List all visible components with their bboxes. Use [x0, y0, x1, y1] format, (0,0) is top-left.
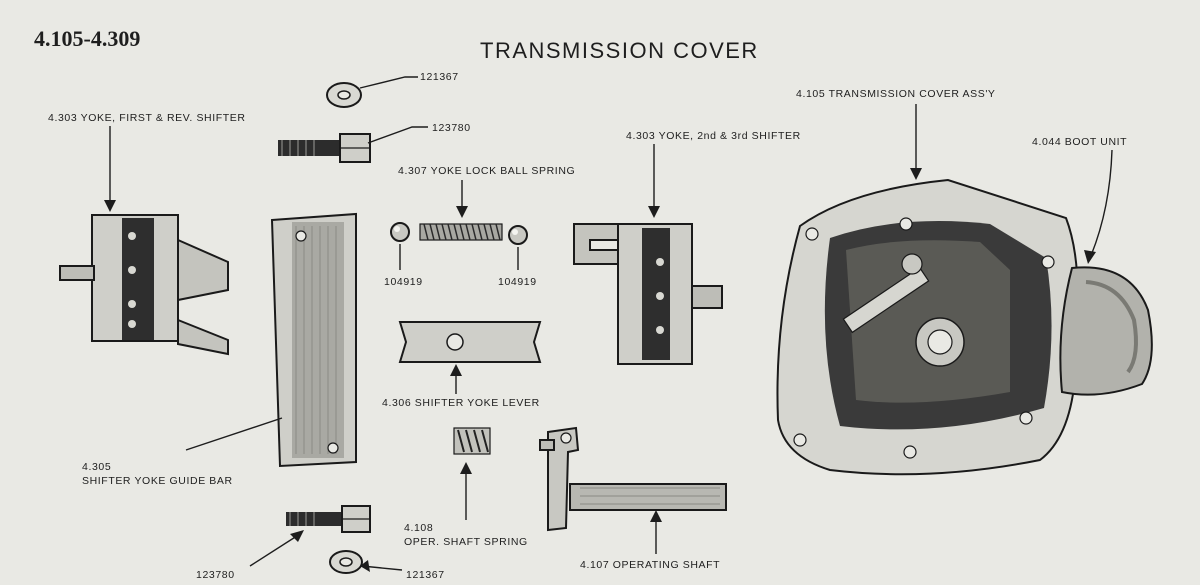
label-yoke-lock-ball-spring: 4.307 YOKE LOCK BALL SPRING — [398, 165, 575, 177]
shifter-yoke-guide-bar-part — [270, 212, 357, 468]
label-washer-top: 121367 — [420, 71, 459, 83]
label-yoke-2nd-3rd: 4.303 YOKE, 2nd & 3rd SHIFTER — [626, 130, 801, 142]
oper-shaft-spring-part — [453, 427, 491, 455]
page-title: TRANSMISSION COVER — [480, 38, 759, 63]
label-ball-right: 104919 — [498, 276, 537, 288]
label-oper-spring-code: 4.108 — [404, 522, 433, 534]
label-shifter-yoke-lever: 4.306 SHIFTER YOKE LEVER — [382, 397, 540, 409]
label-boot-unit: 4.044 BOOT UNIT — [1032, 136, 1127, 148]
label-yoke-first-rev: 4.303 YOKE, FIRST & REV. SHIFTER — [48, 112, 246, 124]
leader-boot-unit — [1089, 149, 1113, 259]
label-washer-bottom: 121367 — [406, 569, 445, 581]
label-guide-bar-code: 4.305 — [82, 461, 111, 473]
label-cover-assy: 4.105 TRANSMISSION COVER ASS'Y — [796, 88, 996, 100]
leader-bolt-top — [367, 126, 428, 144]
operating-shaft-part — [539, 426, 727, 532]
yoke-lock-ball-spring-part — [419, 223, 503, 241]
transmission-cover-assy-part — [776, 178, 1079, 476]
label-oper-spring-name: OPER. SHAFT SPRING — [404, 536, 528, 548]
shifter-yoke-lever-part — [398, 321, 542, 363]
boot-unit-part — [1059, 266, 1153, 396]
yoke-2nd-3rd-part — [573, 223, 723, 365]
lock-ball-left — [390, 222, 410, 242]
leader-bolt-bottom — [249, 533, 301, 567]
page-code: 4.105-4.309 — [34, 26, 140, 51]
lock-washer-top — [326, 82, 362, 108]
label-ball-left: 104919 — [384, 276, 423, 288]
label-guide-bar-name: SHIFTER YOKE GUIDE BAR — [82, 475, 233, 487]
lock-ball-right — [508, 225, 528, 245]
bolt-bottom — [286, 505, 371, 533]
lock-washer-bottom — [329, 550, 363, 574]
yoke-first-rev-part — [59, 214, 229, 356]
label-bolt-bottom: 123780 — [196, 569, 235, 581]
label-bolt-top: 123780 — [432, 122, 471, 134]
label-operating-shaft: 4.107 OPERATING SHAFT — [580, 559, 720, 571]
leader-washer-top — [359, 76, 418, 89]
bolt-top — [278, 133, 371, 163]
leader-guide-bar — [185, 417, 283, 451]
